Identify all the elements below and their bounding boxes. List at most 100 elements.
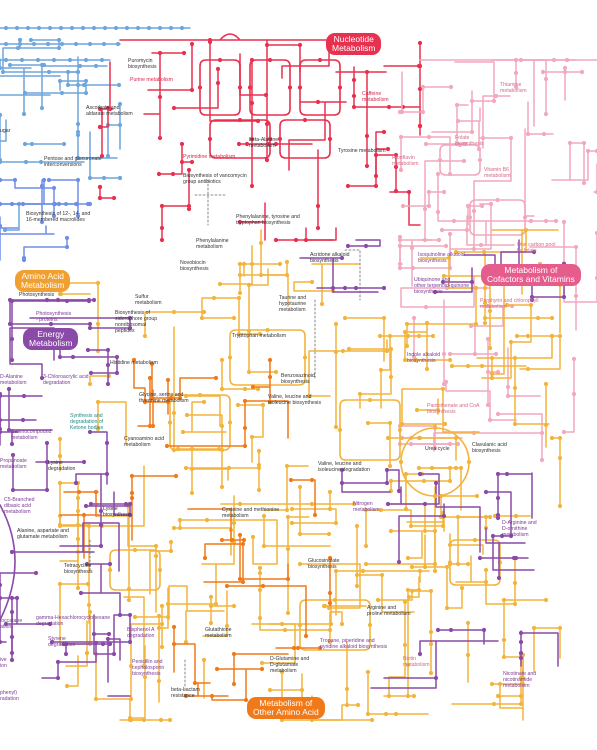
compound-node[interactable] <box>409 588 415 594</box>
compound-node[interactable] <box>448 84 454 90</box>
compound-node[interactable] <box>39 375 45 381</box>
compound-node[interactable] <box>84 561 90 567</box>
compound-node[interactable] <box>21 111 27 117</box>
compound-node[interactable] <box>59 41 65 47</box>
compound-node[interactable] <box>22 141 28 147</box>
label-c5-branched[interactable]: C5-Branched dibasic acid metabolism <box>4 497 35 515</box>
label-bisphenol[interactable]: Bisphenol A degradation <box>127 627 155 639</box>
compound-node[interactable] <box>51 57 57 63</box>
compound-node[interactable] <box>482 320 488 326</box>
compound-node[interactable] <box>333 321 339 327</box>
compound-node[interactable] <box>189 159 195 165</box>
compound-node[interactable] <box>594 189 597 195</box>
compound-node[interactable] <box>38 159 44 165</box>
compound-node[interactable] <box>9 298 15 304</box>
compound-node[interactable] <box>333 424 339 430</box>
compound-node[interactable] <box>97 124 103 130</box>
compound-node[interactable] <box>219 386 225 392</box>
compound-node[interactable] <box>156 625 162 631</box>
compound-node[interactable] <box>365 420 371 426</box>
compound-node[interactable] <box>236 141 242 147</box>
label-cysteine-methionine[interactable]: Cysteine and methionine metabolism <box>222 507 280 519</box>
compound-node[interactable] <box>367 622 373 628</box>
compound-node[interactable] <box>579 69 585 75</box>
compound-node[interactable] <box>453 465 459 471</box>
compound-node[interactable] <box>426 203 432 209</box>
compound-node[interactable] <box>46 69 52 75</box>
compound-node[interactable] <box>302 117 308 123</box>
compound-node[interactable] <box>573 293 579 299</box>
compound-node[interactable] <box>333 520 339 526</box>
compound-node[interactable] <box>0 639 3 645</box>
compound-node[interactable] <box>411 354 417 360</box>
compound-node[interactable] <box>398 134 404 140</box>
compound-node[interactable] <box>473 285 479 291</box>
compound-node[interactable] <box>7 321 13 327</box>
compound-node[interactable] <box>397 265 403 271</box>
compound-node[interactable] <box>128 717 134 723</box>
compound-node[interactable] <box>363 543 369 549</box>
compound-node[interactable] <box>156 171 162 177</box>
compound-node[interactable] <box>179 159 185 165</box>
compound-node[interactable] <box>467 215 473 220</box>
compound-node[interactable] <box>202 555 208 561</box>
compound-node[interactable] <box>327 506 333 512</box>
compound-node[interactable] <box>543 381 549 387</box>
compound-node[interactable] <box>289 506 295 512</box>
compound-node[interactable] <box>159 644 165 650</box>
compound-node[interactable] <box>107 561 113 567</box>
compound-node[interactable] <box>345 243 351 249</box>
label-thiamine[interactable]: Thiamine metabolism <box>500 82 527 94</box>
compound-node[interactable] <box>489 371 495 377</box>
compound-node[interactable] <box>297 622 303 628</box>
compound-node[interactable] <box>84 650 90 656</box>
compound-node[interactable] <box>189 490 195 496</box>
compound-node[interactable] <box>388 346 394 352</box>
compound-node[interactable] <box>360 568 366 574</box>
compound-node[interactable] <box>249 136 255 142</box>
compound-node[interactable] <box>327 590 333 596</box>
compound-node[interactable] <box>0 391 3 397</box>
compound-node[interactable] <box>416 465 422 471</box>
compound-node[interactable] <box>522 215 528 220</box>
compound-node[interactable] <box>39 105 45 111</box>
compound-node[interactable] <box>9 336 15 342</box>
compound-node[interactable] <box>363 243 369 249</box>
compound-node[interactable] <box>594 148 597 154</box>
compound-node[interactable] <box>61 641 67 647</box>
compound-node[interactable] <box>10 487 16 493</box>
compound-node[interactable] <box>14 25 20 31</box>
compound-node[interactable] <box>422 501 428 507</box>
compound-node[interactable] <box>23 159 29 165</box>
compound-node[interactable] <box>105 636 111 642</box>
compound-node[interactable] <box>285 576 291 582</box>
compound-node[interactable] <box>107 641 113 647</box>
compound-node[interactable] <box>67 57 73 63</box>
compound-node[interactable] <box>495 369 501 375</box>
label-ketone-bodies[interactable]: Synthesis and degradation of Ketone bodi… <box>70 413 104 431</box>
label-d-glutamine[interactable]: D-Glutamine and D-glutamate metabolism <box>270 656 310 674</box>
compound-node[interactable] <box>179 141 185 147</box>
compound-node[interactable] <box>482 285 488 291</box>
compound-node[interactable] <box>495 495 501 501</box>
compound-node[interactable] <box>315 203 321 209</box>
compound-node[interactable] <box>543 597 549 603</box>
compound-node[interactable] <box>159 603 165 609</box>
compound-node[interactable] <box>433 480 439 486</box>
compound-node[interactable] <box>115 41 121 47</box>
compound-node[interactable] <box>327 639 333 645</box>
compound-node[interactable] <box>157 94 163 100</box>
compound-node[interactable] <box>21 257 27 263</box>
compound-node[interactable] <box>156 678 162 684</box>
compound-node[interactable] <box>142 399 148 405</box>
label-porphyrin[interactable]: Porphyrin and chlorophyll metabolism <box>480 298 539 310</box>
compound-node[interactable] <box>465 203 471 209</box>
compound-node[interactable] <box>75 69 81 75</box>
label-ive[interactable]: ive ion <box>0 657 7 669</box>
compound-node[interactable] <box>513 70 519 76</box>
compound-node[interactable] <box>246 369 252 375</box>
compound-node[interactable] <box>514 333 520 339</box>
compound-node[interactable] <box>236 295 242 301</box>
compound-node[interactable] <box>104 440 110 446</box>
label-valine-deg[interactable]: Valine, leucine and isoleucine degradati… <box>318 461 370 473</box>
